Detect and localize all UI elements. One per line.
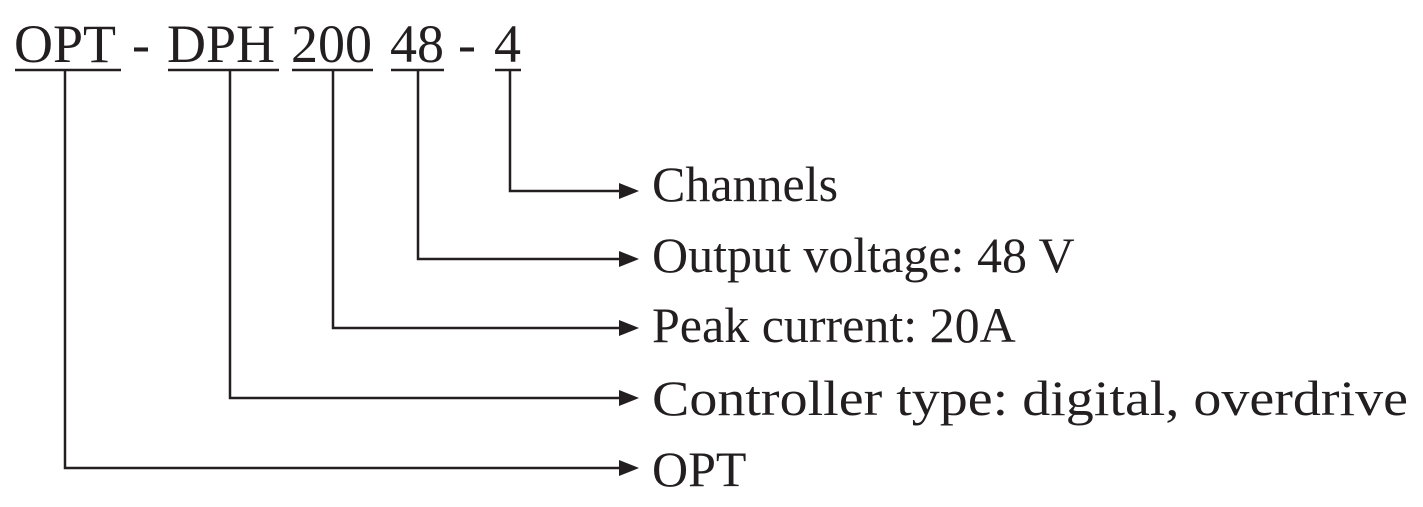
code-segment-voltage: 48: [390, 14, 444, 74]
code-separator: -: [132, 14, 150, 74]
code-segment-channels: 4: [494, 14, 521, 74]
arrowhead-channels: [619, 183, 639, 199]
connector-current: [331, 71, 622, 330]
code-segment-current: 200: [291, 14, 372, 74]
arrowhead-controller: [619, 390, 639, 406]
code-segment-dph: DPH: [167, 14, 275, 74]
code-segment-opt: OPT: [14, 14, 116, 74]
legend-channels: Channels: [652, 156, 838, 212]
arrowhead-current: [619, 320, 639, 336]
code-separator: -: [458, 14, 476, 74]
connector-controller: [228, 71, 622, 400]
arrowhead-voltage: [619, 251, 639, 267]
arrowhead-opt: [619, 460, 639, 476]
legend-opt: OPT: [652, 441, 746, 497]
connector-voltage: [416, 71, 622, 261]
connector-opt: [63, 71, 622, 470]
legend-voltage: Output voltage: 48 V: [652, 227, 1075, 283]
legend-current: Peak current: 20A: [652, 297, 1016, 353]
connector-channels: [508, 71, 622, 193]
legend-controller-type: Controller type: digital, overdrive: [652, 370, 1408, 426]
